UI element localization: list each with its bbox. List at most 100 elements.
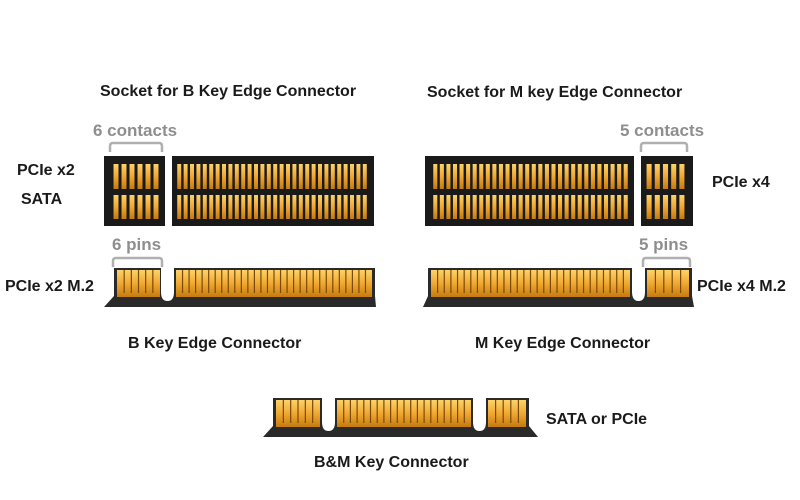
socket-contact: [679, 164, 685, 189]
socket-contact: [512, 195, 517, 219]
edge-pin-gap: [516, 270, 518, 293]
socket-contact: [603, 164, 609, 189]
socket-contact: [485, 195, 490, 219]
edge-pin-gap: [416, 400, 418, 423]
edge-pin-gap: [356, 400, 358, 423]
b-socket-contacts-left: [113, 164, 159, 219]
m-socket-contacts-left: [433, 164, 628, 219]
m-pins-bracket: [641, 256, 692, 267]
edge-pin-gap: [304, 400, 306, 423]
socket-contact: [654, 164, 660, 189]
edge-pin-gap: [436, 400, 439, 423]
socket-contact: [356, 164, 361, 189]
socket-contact: [571, 195, 576, 219]
socket-contact: [538, 164, 543, 189]
socket-contact: [571, 164, 576, 189]
edge-pin-gap: [589, 270, 591, 293]
socket-contact: [145, 195, 151, 219]
edge-pin-gap: [319, 270, 321, 293]
socket-contact: [311, 195, 316, 219]
m-edge-key-notch: [632, 268, 645, 301]
socket-contact: [356, 195, 361, 219]
edge-pin-gap: [123, 270, 125, 293]
edge-pin-gap: [282, 400, 284, 423]
socket-contact: [439, 164, 444, 189]
edge-pin-gap: [338, 270, 340, 293]
socket-contact: [337, 195, 342, 219]
socket-contact: [498, 164, 503, 189]
b-socket-key-divider: [165, 156, 172, 226]
edge-pin-gap: [476, 270, 479, 293]
bm-title: B&M Key Connector: [314, 454, 469, 471]
edge-pin-gap: [582, 270, 585, 293]
socket-contact: [298, 164, 303, 189]
edge-pin-gap: [423, 400, 425, 423]
bm-side-label: SATA or PCIe: [546, 411, 647, 428]
m-edge-pins-right: [647, 270, 689, 297]
edge-pin-gap: [543, 270, 545, 293]
socket-contact: [254, 195, 258, 219]
edge-pin-gap: [152, 270, 154, 293]
socket-contact: [113, 164, 119, 189]
edge-pin-gap: [240, 270, 242, 293]
socket-contact: [343, 195, 348, 219]
socket-contact: [525, 164, 530, 189]
edge-pin-gap: [286, 270, 288, 293]
edge-pin-gap: [463, 270, 465, 293]
edge-pin-gap: [358, 270, 360, 293]
edge-pin-gap: [364, 270, 367, 293]
socket-contact: [324, 195, 329, 219]
b-edge-pins-left: [117, 270, 160, 297]
edge-pin-gap: [221, 270, 223, 293]
b-key-edge-connector: [104, 268, 376, 307]
socket-contact: [564, 164, 569, 189]
b-edge-pins-right: [176, 270, 372, 297]
edge-pin-gap: [343, 400, 345, 423]
socket-contact: [544, 195, 549, 219]
b-socket-title: Socket for B Key Edge Connector: [100, 83, 356, 100]
socket-contact: [129, 164, 135, 189]
socket-contact: [196, 195, 201, 219]
socket-contact: [617, 164, 622, 189]
edge-pin-gap: [609, 270, 611, 293]
edge-pin-gap: [556, 270, 558, 293]
socket-contact: [121, 164, 127, 189]
socket-contact: [439, 195, 444, 219]
socket-contact: [512, 164, 517, 189]
edge-pin-gap: [443, 270, 445, 293]
socket-contact: [305, 195, 310, 219]
socket-contact: [597, 195, 602, 219]
bm-key-connector: [263, 398, 538, 437]
socket-contact: [234, 164, 239, 189]
edge-pin-gap: [496, 270, 498, 293]
edge-pin-gap: [130, 270, 132, 293]
b-contacts-bracket: [108, 141, 164, 152]
edge-pin-gap: [266, 270, 269, 293]
socket-contact: [492, 195, 497, 219]
b-pcie-label: PCIe x2: [17, 162, 75, 179]
edge-pin-gap: [450, 400, 452, 423]
m-key-edge-connector: [423, 268, 694, 307]
edge-pin-gap: [654, 270, 656, 293]
socket-contact: [479, 195, 484, 219]
edge-pin-gap: [549, 270, 551, 293]
socket-contact: [472, 195, 477, 219]
socket-contact: [196, 164, 201, 189]
socket-contact: [247, 195, 252, 219]
edge-pin-gap: [510, 270, 512, 293]
socket-contact: [273, 164, 278, 189]
b-socket-contacts-right: [177, 164, 367, 219]
socket-contact: [459, 195, 464, 219]
socket-contact: [492, 164, 497, 189]
edge-pin-gap: [523, 270, 525, 293]
socket-contact: [498, 195, 503, 219]
edge-pin-gap: [383, 400, 385, 423]
socket-contact: [518, 164, 523, 189]
edge-pin-gap: [349, 400, 351, 423]
socket-contact: [318, 164, 322, 189]
edge-pin-gap: [430, 400, 432, 423]
socket-contact: [679, 195, 685, 219]
socket-contact: [466, 164, 471, 189]
socket-contact: [222, 195, 226, 219]
